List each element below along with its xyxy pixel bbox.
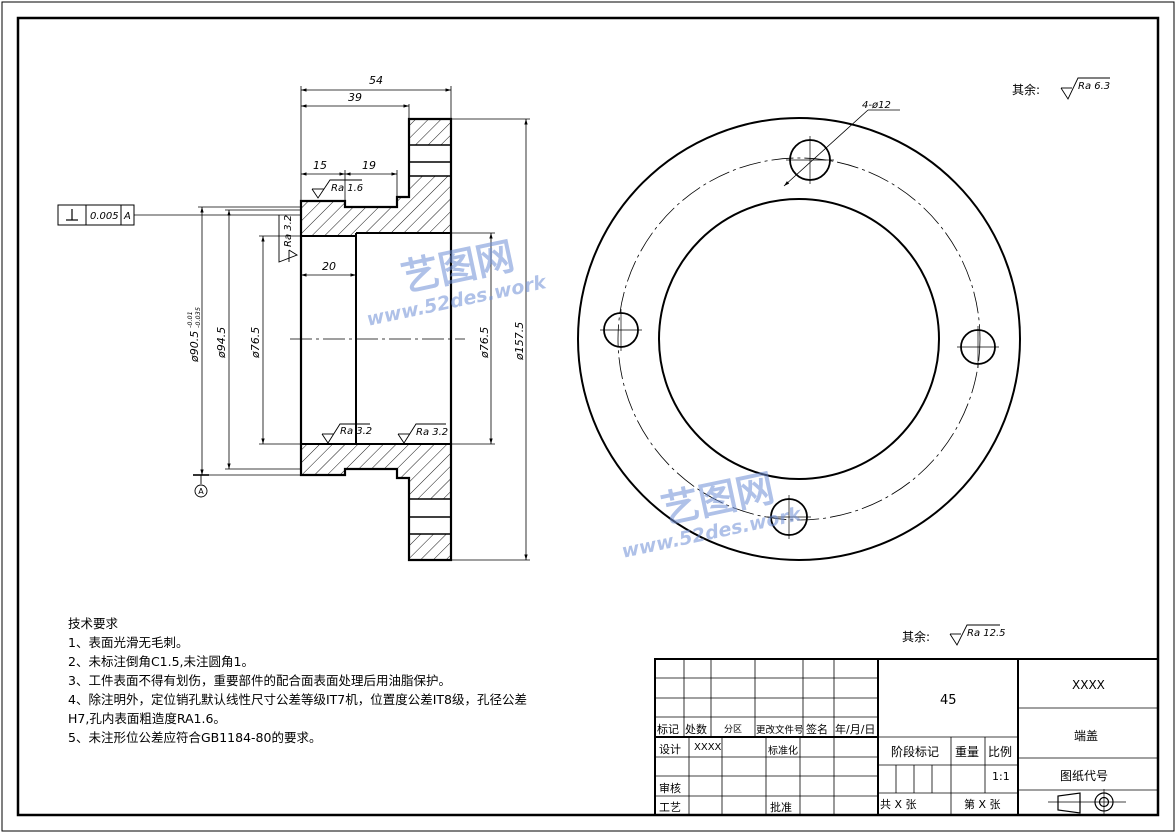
- dim-outer-tolerance: ø90.5 -0.01 -0.035: [186, 307, 202, 363]
- remark-bottom-roughness-symbol: [949, 624, 1000, 646]
- horizontal-dimensions: [300, 86, 452, 277]
- roughness-4: Ra 3.2: [416, 427, 448, 438]
- roughness-symbol-2: [278, 215, 298, 263]
- svg-text:-0.01: -0.01: [186, 311, 194, 328]
- company: XXXX: [1072, 678, 1105, 692]
- datum-label: A: [198, 487, 204, 496]
- remark-top-prefix: 其余:: [1012, 82, 1040, 97]
- dim-length-15: 15: [313, 159, 327, 172]
- roughness-1: Ra 1.6: [331, 183, 363, 194]
- material: 45: [940, 693, 957, 708]
- process-label: 工艺: [659, 801, 681, 814]
- tolerance-frame: [57, 204, 300, 226]
- dim-length-19: 19: [362, 159, 376, 172]
- tech-item: 5、未注形位公差应符合GB1184-80的要求。: [68, 730, 322, 745]
- rev-sign: 签名: [806, 723, 828, 736]
- design-label: 设计: [659, 743, 681, 756]
- tech-item: 1、表面光滑无毛刺。: [68, 635, 189, 650]
- total-sheets: 共 X 张: [880, 798, 917, 811]
- scale-label: 比例: [988, 745, 1013, 759]
- tolerance-value: 0.005: [90, 211, 119, 222]
- rev-count: 处数: [685, 723, 707, 736]
- tech-requirements: 技术要求 1、表面光滑无毛刺。 2、未标注倒角C1.5,未注圆角1。 3、工件表…: [68, 614, 527, 747]
- svg-text:ø90.5: ø90.5: [188, 331, 201, 363]
- rev-doc: 更改文件号: [756, 725, 804, 736]
- projection-cone-icon: [1057, 792, 1081, 814]
- section-view: [290, 117, 465, 562]
- title-block: [654, 658, 1159, 816]
- dim-length-20: 20: [322, 260, 336, 273]
- roughness-symbol-4: [397, 423, 446, 444]
- tech-item: H7,孔内表面粗造度RA1.6。: [68, 711, 226, 726]
- remark-bottom-ra: Ra 12.5: [967, 628, 1006, 639]
- stage-mark: 阶段标记: [891, 745, 940, 759]
- part-name: 端盖: [1074, 729, 1099, 743]
- remark-bottom-prefix: 其余:: [902, 629, 930, 644]
- inner-border: [16, 16, 1160, 817]
- svg-text:-0.035: -0.035: [194, 307, 202, 328]
- tech-title: 技术要求: [68, 616, 119, 631]
- tech-item: 3、工件表面不得有划伤，重要部件的配合面表面处理后用油脂保护。: [68, 673, 451, 688]
- roughness-3: Ra 3.2: [340, 426, 372, 437]
- roughness-symbol-3: [321, 423, 370, 444]
- end-view: [577, 109, 1021, 561]
- roughness-symbol-1: [311, 179, 362, 199]
- scale-value: 1:1: [992, 770, 1010, 783]
- drawing-code: 图纸代号: [1060, 769, 1109, 783]
- tech-item: 2、未标注倒角C1.5,未注圆角1。: [68, 654, 254, 669]
- dim-dia-bore-left: ø76.5: [249, 327, 262, 359]
- remark-top-ra: Ra 6.3: [1078, 81, 1110, 92]
- approve-label: 批准: [770, 801, 792, 814]
- remark-top-roughness-symbol: [1060, 77, 1110, 100]
- weight-label: 重量: [955, 745, 980, 759]
- dim-holes: 4-ø12: [862, 100, 891, 111]
- sheet-number: 第 X 张: [964, 798, 1001, 811]
- tolerance-datum: A: [123, 211, 131, 222]
- diameter-dimensions: [198, 118, 530, 561]
- dim-overall-length: 54: [369, 74, 383, 87]
- roughness-2: Ra 3.2: [283, 215, 294, 247]
- designer-name: XXXX: [694, 742, 722, 753]
- datum-marker: [193, 474, 209, 498]
- dim-length-39: 39: [348, 91, 362, 104]
- rev-zone: 分区: [724, 725, 743, 735]
- dim-dia-flange: ø157.5: [513, 322, 526, 361]
- rev-mark: 标记: [657, 723, 679, 736]
- standardize-label: 标准化: [768, 746, 798, 757]
- rev-date: 年/月/日: [835, 723, 876, 736]
- dim-dia-94: ø94.5: [215, 327, 228, 359]
- review-label: 审核: [659, 782, 681, 795]
- tech-item: 4、除注明外，定位销孔默认线性尺寸公差等级IT7机，位置度公差IT8级，孔径公差: [68, 692, 528, 707]
- dim-dia-bore-right: ø76.5: [478, 327, 491, 359]
